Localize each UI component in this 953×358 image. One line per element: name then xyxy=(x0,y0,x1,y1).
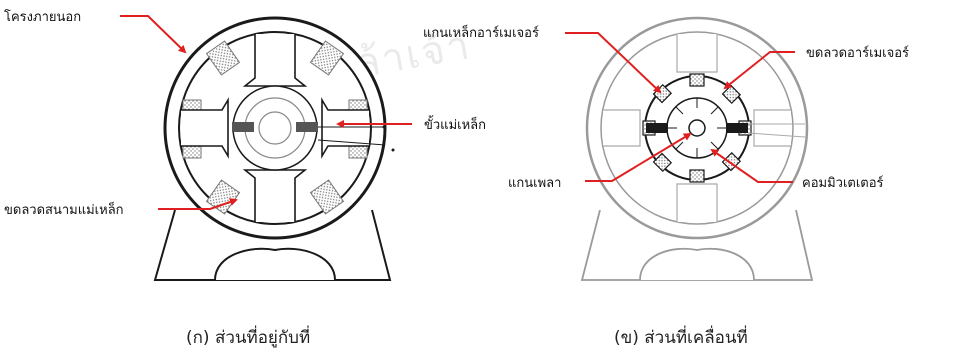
arrow-field-coil xyxy=(158,198,238,210)
label-shaft: แกนเพลา xyxy=(508,176,562,191)
arrow-shaft xyxy=(585,132,692,182)
arrow-armature-coil xyxy=(723,51,795,90)
arrow-frame xyxy=(120,15,187,54)
label-field-coil: ขดลวดสนามแม่เหล็ก xyxy=(4,203,124,218)
label-pole: ขั้วแม่เหล็ก xyxy=(424,118,486,133)
armature-slots xyxy=(642,73,752,183)
arrow-commutator xyxy=(710,148,793,183)
caption-stationary: (ก) ส่วนที่อยู่กับที่ xyxy=(186,328,311,348)
label-armature-core: แกนเหล็กอาร์เมเจอร์ xyxy=(423,26,539,41)
stator-drawing xyxy=(153,16,395,281)
stator-base-cutout xyxy=(214,247,336,281)
shaft xyxy=(688,119,706,137)
pole-pieces xyxy=(181,34,369,222)
rotor-drawing xyxy=(580,16,814,281)
label-frame: โครงภายนอก xyxy=(4,10,82,25)
label-armature-coil: ขดลวดอาร์เมเจอร์ xyxy=(806,46,909,61)
pointer-arrows xyxy=(120,15,795,210)
caption-rotating: (ข) ส่วนที่เคลื่อนที่ xyxy=(614,328,748,348)
label-commutator: คอมมิวเตเตอร์ xyxy=(802,176,884,191)
arrow-armature-core xyxy=(565,32,662,94)
